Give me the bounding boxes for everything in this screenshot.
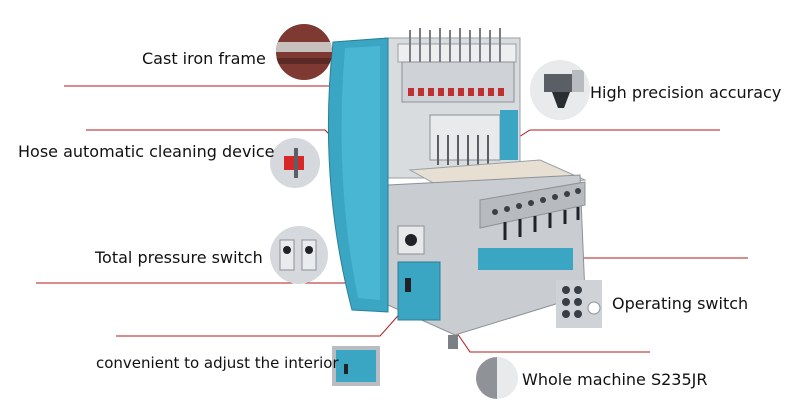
whole-machine-thumbnail <box>476 357 518 399</box>
high-precision-thumbnail <box>530 60 590 120</box>
hose-cleaning-thumbnail <box>270 138 320 188</box>
whole-machine-label: Whole machine S235JR <box>522 370 708 389</box>
pressure-switch-label: Total pressure switch <box>95 248 263 267</box>
operating-switch-thumbnail <box>556 280 602 328</box>
high-precision-label: High precision accuracy <box>590 83 782 102</box>
cast-iron-frame-label: Cast iron frame <box>142 49 266 68</box>
leader-line-whole <box>454 329 650 353</box>
interior-thumbnail <box>332 346 380 386</box>
leader-line-precision <box>494 129 720 153</box>
pressure-switch-thumbnail <box>270 226 328 284</box>
interior-label: convenient to adjust the interior <box>96 354 339 372</box>
machine <box>327 28 587 349</box>
cast-iron-frame-thumbnail <box>276 24 332 80</box>
hose-cleaning-label: Hose automatic cleaning device <box>18 142 275 161</box>
operating-switch-label: Operating switch <box>612 294 749 313</box>
